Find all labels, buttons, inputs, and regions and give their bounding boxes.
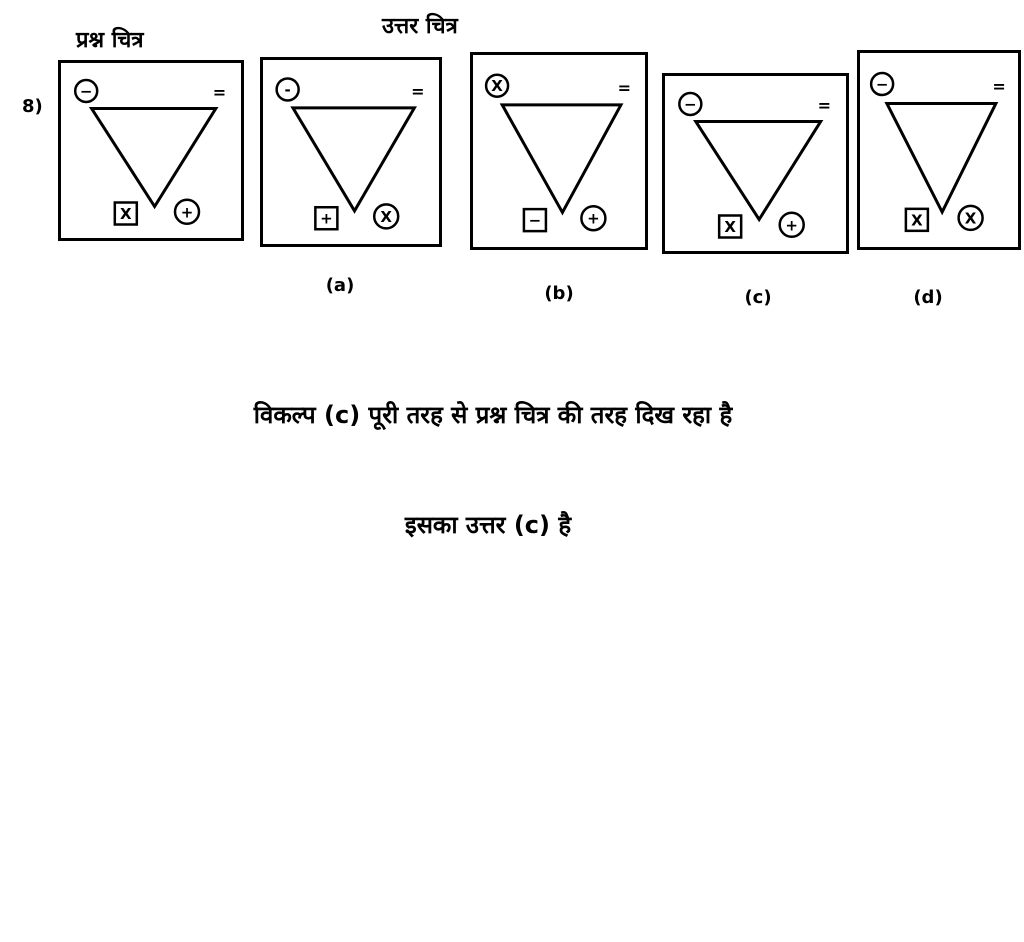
triangle-shape xyxy=(884,101,999,216)
left-base-symbol: + xyxy=(314,205,339,231)
option-label-a: (a) xyxy=(325,275,355,296)
right-base-symbol-symbol: + xyxy=(181,203,194,221)
option-label-b: (b) xyxy=(544,283,574,304)
left-base-symbol-symbol: + xyxy=(320,210,333,228)
right-base-symbol: + xyxy=(778,211,805,238)
triangle-shape xyxy=(499,103,624,216)
question-figure-title: प्रश्न चित्र xyxy=(76,28,144,53)
corner-symbol-symbol: − xyxy=(684,96,697,114)
option-label-c: (c) xyxy=(744,287,772,308)
equals-sign: = xyxy=(411,82,424,101)
corner-symbol-symbol: - xyxy=(285,81,291,99)
option-figure-d[interactable]: − = X X xyxy=(857,50,1021,250)
right-base-symbol: + xyxy=(580,204,607,232)
left-base-symbol-symbol: X xyxy=(120,205,132,223)
corner-symbol-symbol: − xyxy=(876,76,889,94)
left-base-symbol: X xyxy=(717,214,743,239)
triangle-shape xyxy=(290,106,417,214)
question-figure: − = X + xyxy=(58,60,244,241)
left-base-symbol-symbol: X xyxy=(911,211,923,229)
triangle-shape xyxy=(693,120,824,223)
right-base-symbol-symbol: + xyxy=(587,210,600,228)
equals-sign: = xyxy=(618,78,631,97)
answer-figure-title: उत्तर चित्र xyxy=(382,14,458,39)
corner-symbol-symbol: X xyxy=(491,77,503,95)
corner-symbol: - xyxy=(275,77,300,102)
option-figure-a[interactable]: - = + X xyxy=(260,57,442,247)
corner-symbol-symbol: − xyxy=(80,83,93,101)
left-base-symbol: X xyxy=(904,207,930,233)
right-base-symbol: X xyxy=(372,203,400,230)
left-base-symbol-symbol: X xyxy=(724,218,736,236)
right-base-symbol-symbol: X xyxy=(380,208,392,226)
option-label-d: (d) xyxy=(913,287,943,308)
right-base-symbol-symbol: + xyxy=(785,216,798,234)
triangle-shape xyxy=(88,107,219,210)
left-base-symbol-symbol: − xyxy=(529,212,542,230)
left-base-symbol: X xyxy=(113,201,139,226)
left-base-symbol: − xyxy=(522,207,548,233)
equals-sign: = xyxy=(818,96,831,115)
corner-symbol: − xyxy=(678,91,703,117)
corner-symbol: − xyxy=(73,78,99,104)
question-number: 8) xyxy=(22,96,43,117)
equals-sign: = xyxy=(992,77,1005,96)
right-base-symbol: + xyxy=(173,198,201,225)
equals-sign: = xyxy=(213,83,226,102)
explanation-line: विकल्प (c) पूरी तरह से प्रश्न चित्र की त… xyxy=(253,401,733,429)
option-figure-c[interactable]: − = X + xyxy=(662,73,849,254)
corner-symbol: X xyxy=(484,73,510,98)
right-base-symbol-symbol: X xyxy=(965,209,977,227)
answer-line: इसका उत्तर (c) है xyxy=(404,511,572,539)
corner-symbol: − xyxy=(869,71,895,97)
right-base-symbol: X xyxy=(957,204,984,232)
option-figure-b[interactable]: X = − + xyxy=(470,52,648,250)
